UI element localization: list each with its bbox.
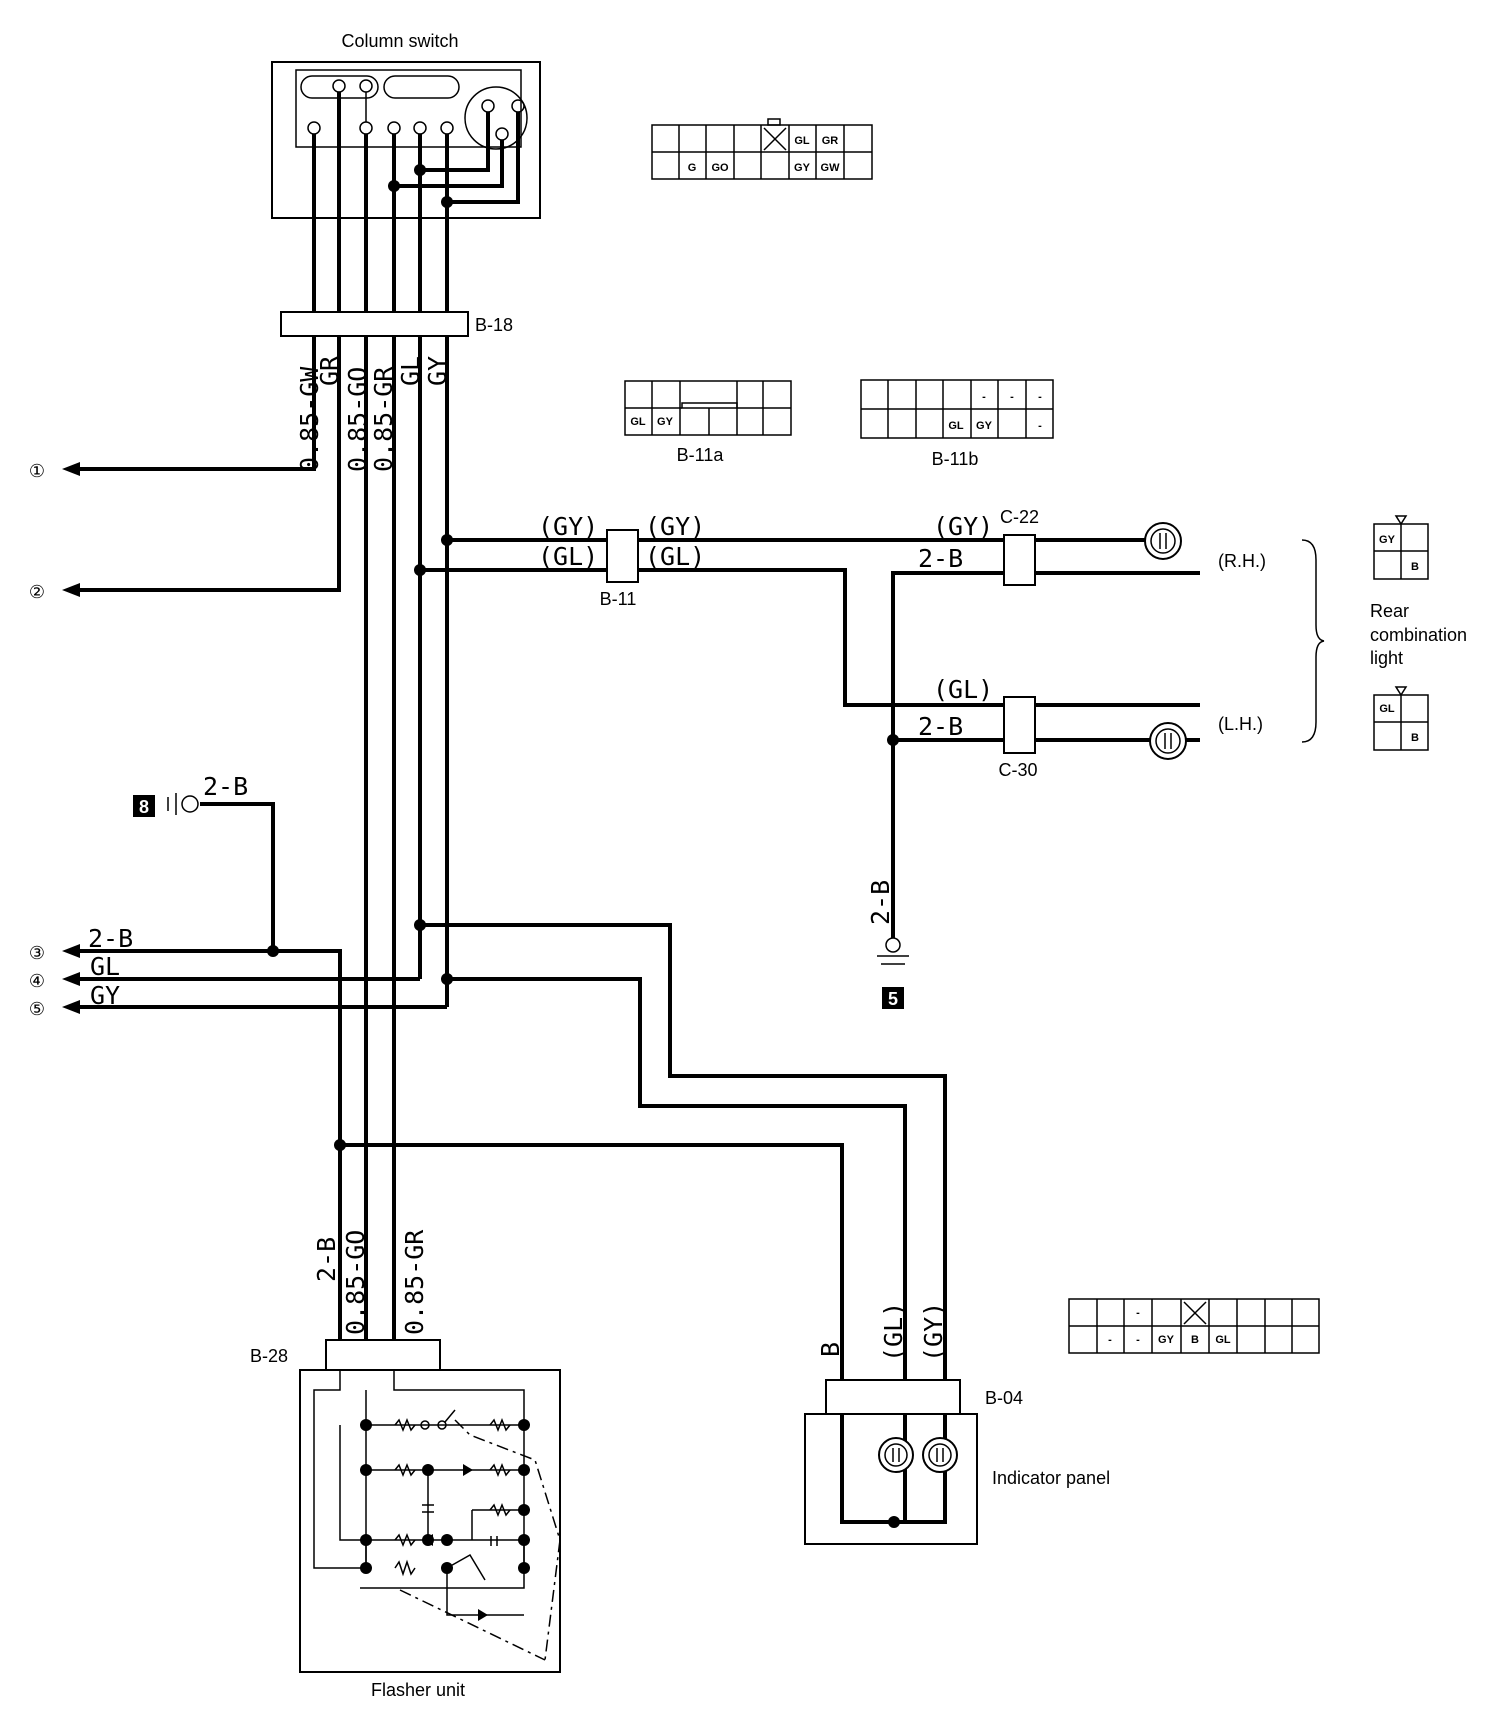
- rear-lamp-lh: (L.H.): [1149, 714, 1263, 760]
- wire-label-2b-c22: 2-B: [918, 544, 963, 573]
- b11b-pin-dash-2: -: [1010, 391, 1014, 403]
- indicator-panel-label: Indicator panel: [992, 1468, 1110, 1488]
- b04-pin-b: B: [1191, 1334, 1199, 1346]
- indicator-wire-labels: B (GL) (GY): [816, 1302, 948, 1362]
- flasher-unit-label: Flasher unit: [371, 1680, 465, 1700]
- connector-c30: C-30 (GL) 2-B: [918, 675, 1038, 780]
- ground-5-label: 5: [888, 989, 898, 1009]
- wire-label-2b-ground5: 2-B: [866, 880, 895, 925]
- wire-label-gl-indicator: (GL): [879, 1302, 908, 1362]
- wire-label-gy-b11-right: (GY): [645, 512, 705, 541]
- wire-label-gl-b11-right: (GL): [645, 542, 705, 571]
- b04-pin-gy: GY: [1158, 1334, 1175, 1346]
- wire-label-2b-left: 2-B: [88, 924, 133, 953]
- b11b-pin-dash-4: -: [1038, 420, 1042, 432]
- pin-g: G: [688, 162, 697, 174]
- rear-lamp-rh: (R.H.): [1144, 522, 1266, 571]
- wire-label-0-85-gw: 0.85-GW: [295, 366, 324, 472]
- ref-3: ③: [29, 943, 45, 963]
- connector-b11a-face: GL GY B-11a: [624, 380, 792, 465]
- wire-label-gy-indicator: (GY): [919, 1302, 948, 1362]
- rear-lh-pin-b: B: [1411, 732, 1419, 744]
- b11b-pin-gy: GY: [976, 420, 993, 432]
- connector-c22: C-22 (GY) 2-B: [918, 507, 1039, 586]
- wire-label-gy-left: GY: [90, 981, 120, 1010]
- wire-label-gy-b11-left: (GY): [538, 512, 598, 541]
- b11-label: B-11: [600, 589, 637, 609]
- connector-b11: B-11 (GY) (GL) (GY) (GL): [538, 512, 705, 609]
- off-page-refs: ① ② ③ ④ ⑤: [29, 461, 45, 1019]
- connector-b04-face: - - - GY B GL: [1068, 1298, 1320, 1354]
- b18-label: B-18: [475, 315, 513, 335]
- ground-8: 8 2-B: [133, 772, 248, 817]
- connector-b18: B-18: [280, 311, 513, 337]
- b11a-label: B-11a: [677, 445, 725, 465]
- ref-5: ⑤: [29, 999, 45, 1019]
- column-switch: Column switch: [271, 31, 541, 312]
- b04-pin-gl: GL: [1215, 1334, 1231, 1346]
- c22-label: C-22: [1000, 507, 1039, 527]
- pin-gy: GY: [794, 162, 811, 174]
- ground-8-label: 8: [139, 797, 149, 817]
- wire-label-2b-flasher: 2-B: [312, 1237, 341, 1282]
- wire-label-gy-c22: (GY): [933, 512, 993, 541]
- connector-b11b-face: GL GY - - - - B-11b: [860, 379, 1054, 469]
- b11b-label: B-11b: [932, 449, 979, 469]
- b28-label: B-28: [250, 1346, 288, 1366]
- wire-label-2b-c30: 2-B: [918, 712, 963, 741]
- b04-pin-dash-1: -: [1108, 1334, 1112, 1346]
- rear-light-brace: [1301, 539, 1325, 743]
- side-rh-label: (R.H.): [1218, 551, 1266, 571]
- wire-label-gr-flasher: 0.85-GR: [400, 1229, 429, 1335]
- wire-label-b-indicator: B: [816, 1342, 845, 1357]
- pin-gw: GW: [821, 162, 841, 174]
- b11b-pin-dash-1: -: [982, 391, 986, 403]
- rear-light-label-3: light: [1370, 648, 1403, 668]
- rear-rh-pin-b: B: [1411, 561, 1419, 573]
- pin-go: GO: [711, 162, 729, 174]
- wire-label-go-flasher: 0.85-GO: [341, 1230, 370, 1335]
- side-lh-label: (L.H.): [1218, 714, 1263, 734]
- b04-pin-dash-top: -: [1136, 1307, 1140, 1319]
- ref-2: ②: [29, 582, 45, 602]
- flasher-unit: B-28 Flasher uni: [250, 1339, 561, 1700]
- c30-label: C-30: [998, 760, 1037, 780]
- pin-gl: GL: [794, 135, 810, 147]
- b04-label: B-04: [985, 1388, 1023, 1408]
- ref-1: ①: [29, 461, 45, 481]
- b11b-pin-gl: GL: [948, 420, 964, 432]
- b11a-pin-gy: GY: [657, 416, 674, 428]
- rear-light-label-1: Rear: [1370, 601, 1409, 621]
- wire-label-gl-left: GL: [90, 952, 120, 981]
- column-switch-label: Column switch: [341, 31, 458, 51]
- rear-rh-pin-gy: GY: [1379, 534, 1396, 546]
- main-wiring: [62, 336, 1200, 1380]
- b11b-pin-dash-3: -: [1038, 391, 1042, 403]
- flasher-wire-labels: 2-B 0.85-GO 0.85-GR: [312, 1229, 429, 1335]
- b11a-pin-gl: GL: [630, 416, 646, 428]
- rear-combination-light: Rear combination light GY B GL B: [1370, 515, 1467, 751]
- indicator-panel: B-04 Indicator panel: [804, 1379, 1110, 1545]
- left-output-labels: 2-B GL GY: [88, 924, 133, 1010]
- b04-pin-dash-2: -: [1136, 1334, 1140, 1346]
- ref-4: ④: [29, 971, 45, 991]
- column-switch-connector-face: GL GR G GO GY GW: [651, 118, 873, 180]
- wire-label-gl-c30: (GL): [933, 675, 993, 704]
- rear-lh-pin-gl: GL: [1379, 703, 1395, 715]
- wire-label-gl-b11-left: (GL): [538, 542, 598, 571]
- wire-label-2b-ground8: 2-B: [203, 772, 248, 801]
- pin-gr: GR: [822, 135, 839, 147]
- ground-5: 2-B 5: [866, 880, 909, 1009]
- b18-wire-labels: 0.85-GW GR 0.85-GO 0.85-GR GL GY: [295, 355, 452, 472]
- rear-light-label-2: combination: [1370, 625, 1467, 645]
